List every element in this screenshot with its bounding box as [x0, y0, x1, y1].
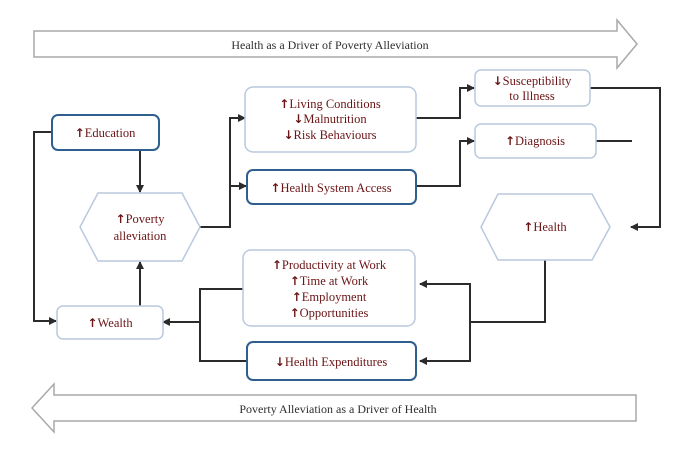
edge-expenditures-to-wealth	[199, 322, 246, 362]
up-arrow-icon: ↑	[116, 212, 126, 226]
diagnosis-label: Diagnosis	[515, 134, 565, 148]
down-arrow-icon: ↓	[293, 112, 303, 126]
edge-poverty-to-living	[200, 114, 246, 228]
edge-productivity-to-wealth	[162, 288, 243, 326]
up-arrow-icon: ↑	[290, 274, 300, 288]
svg-text:↓Risk Behaviours: ↓Risk Behaviours	[283, 128, 376, 142]
node-health-expenditures: ↓Health Expenditures	[246, 341, 417, 381]
up-arrow-icon: ↑	[75, 126, 85, 140]
node-productivity: ↑Productivity at Work ↑Time at Work ↑Emp…	[242, 249, 416, 327]
time-at-work-label: Time at Work	[300, 274, 369, 288]
node-health-system-access: ↑Health System Access	[246, 169, 417, 205]
svg-text:↓Malnutrition: ↓Malnutrition	[293, 112, 367, 126]
edge-susceptibility-to-health	[590, 87, 661, 231]
opportunities-label: Opportunities	[300, 306, 369, 320]
svg-text:↑Education: ↑Education	[75, 126, 136, 140]
productivity-label: Productivity at Work	[282, 258, 387, 272]
education-label: Education	[85, 126, 136, 140]
svg-text:↓Susceptibility: ↓Susceptibility	[493, 74, 573, 88]
health-expenditures-label: Health Expenditures	[285, 355, 388, 369]
svg-text:↑Opportunities: ↑Opportunities	[290, 306, 369, 320]
node-living-conditions: ↑Living Conditions ↓Malnutrition ↓Risk B…	[244, 86, 417, 153]
wealth-label: Wealth	[97, 316, 133, 330]
svg-text:↑Health System Access: ↑Health System Access	[270, 181, 391, 195]
edge-living-to-susceptibility	[416, 84, 475, 119]
up-arrow-icon: ↑	[523, 220, 533, 234]
top-banner-label: Health as a Driver of Poverty Alleviatio…	[231, 38, 428, 52]
edge-health-to-productivity	[419, 260, 546, 323]
bottom-banner-label: Poverty Alleviation as a Driver of Healt…	[239, 402, 436, 416]
up-arrow-icon: ↑	[505, 134, 515, 148]
susceptibility-line2: to Illness	[509, 89, 555, 103]
node-wealth: ↑Wealth	[56, 305, 164, 340]
risk-behaviours-label: Risk Behaviours	[294, 128, 377, 142]
up-arrow-icon: ↑	[292, 290, 302, 304]
node-susceptibility: ↓Susceptibility to Illness	[474, 69, 591, 107]
node-education: ↑Education	[51, 114, 160, 151]
up-arrow-icon: ↑	[279, 97, 289, 111]
svg-text:↓Health Expenditures: ↓Health Expenditures	[275, 355, 388, 369]
health-system-access-label: Health System Access	[280, 181, 391, 195]
down-arrow-icon: ↓	[493, 74, 503, 88]
node-health: ↑Health	[480, 193, 611, 261]
connectors	[33, 84, 661, 365]
poverty-alleviation-line1: Poverty	[126, 212, 166, 226]
employment-label: Employment	[302, 290, 367, 304]
svg-text:↑Productivity at Work: ↑Productivity at Work	[272, 258, 387, 272]
svg-text:↑Employment: ↑Employment	[292, 290, 367, 304]
up-arrow-icon: ↑	[272, 258, 282, 272]
svg-text:↑Living Conditions: ↑Living Conditions	[279, 97, 381, 111]
edge-education-to-wealth	[33, 131, 57, 325]
edge-access-to-diagnosis	[416, 137, 475, 187]
down-arrow-icon: ↓	[283, 128, 293, 142]
node-poverty-alleviation: ↑Poverty alleviation	[79, 192, 201, 262]
svg-text:↑Diagnosis: ↑Diagnosis	[505, 134, 565, 148]
living-conditions-label: Living Conditions	[289, 97, 380, 111]
poverty-alleviation-line2: alleviation	[114, 229, 168, 243]
up-arrow-icon: ↑	[270, 181, 280, 195]
down-arrow-icon: ↓	[275, 355, 285, 369]
up-arrow-icon: ↑	[87, 316, 97, 330]
svg-text:↑Poverty: ↑Poverty	[116, 212, 166, 226]
svg-text:↑Wealth: ↑Wealth	[87, 316, 133, 330]
svg-text:↑Time at Work: ↑Time at Work	[290, 274, 369, 288]
top-banner-arrow: Health as a Driver of Poverty Alleviatio…	[33, 17, 638, 71]
edge-health-to-expenditures	[419, 322, 471, 365]
up-arrow-icon: ↑	[290, 306, 300, 320]
susceptibility-line1: Susceptibility	[503, 74, 573, 88]
node-diagnosis: ↑Diagnosis	[474, 123, 597, 159]
svg-text:↑Health: ↑Health	[523, 220, 567, 234]
bottom-banner-arrow: Poverty Alleviation as a Driver of Healt…	[30, 382, 637, 434]
health-label: Health	[533, 220, 567, 234]
malnutrition-label: Malnutrition	[303, 112, 367, 126]
